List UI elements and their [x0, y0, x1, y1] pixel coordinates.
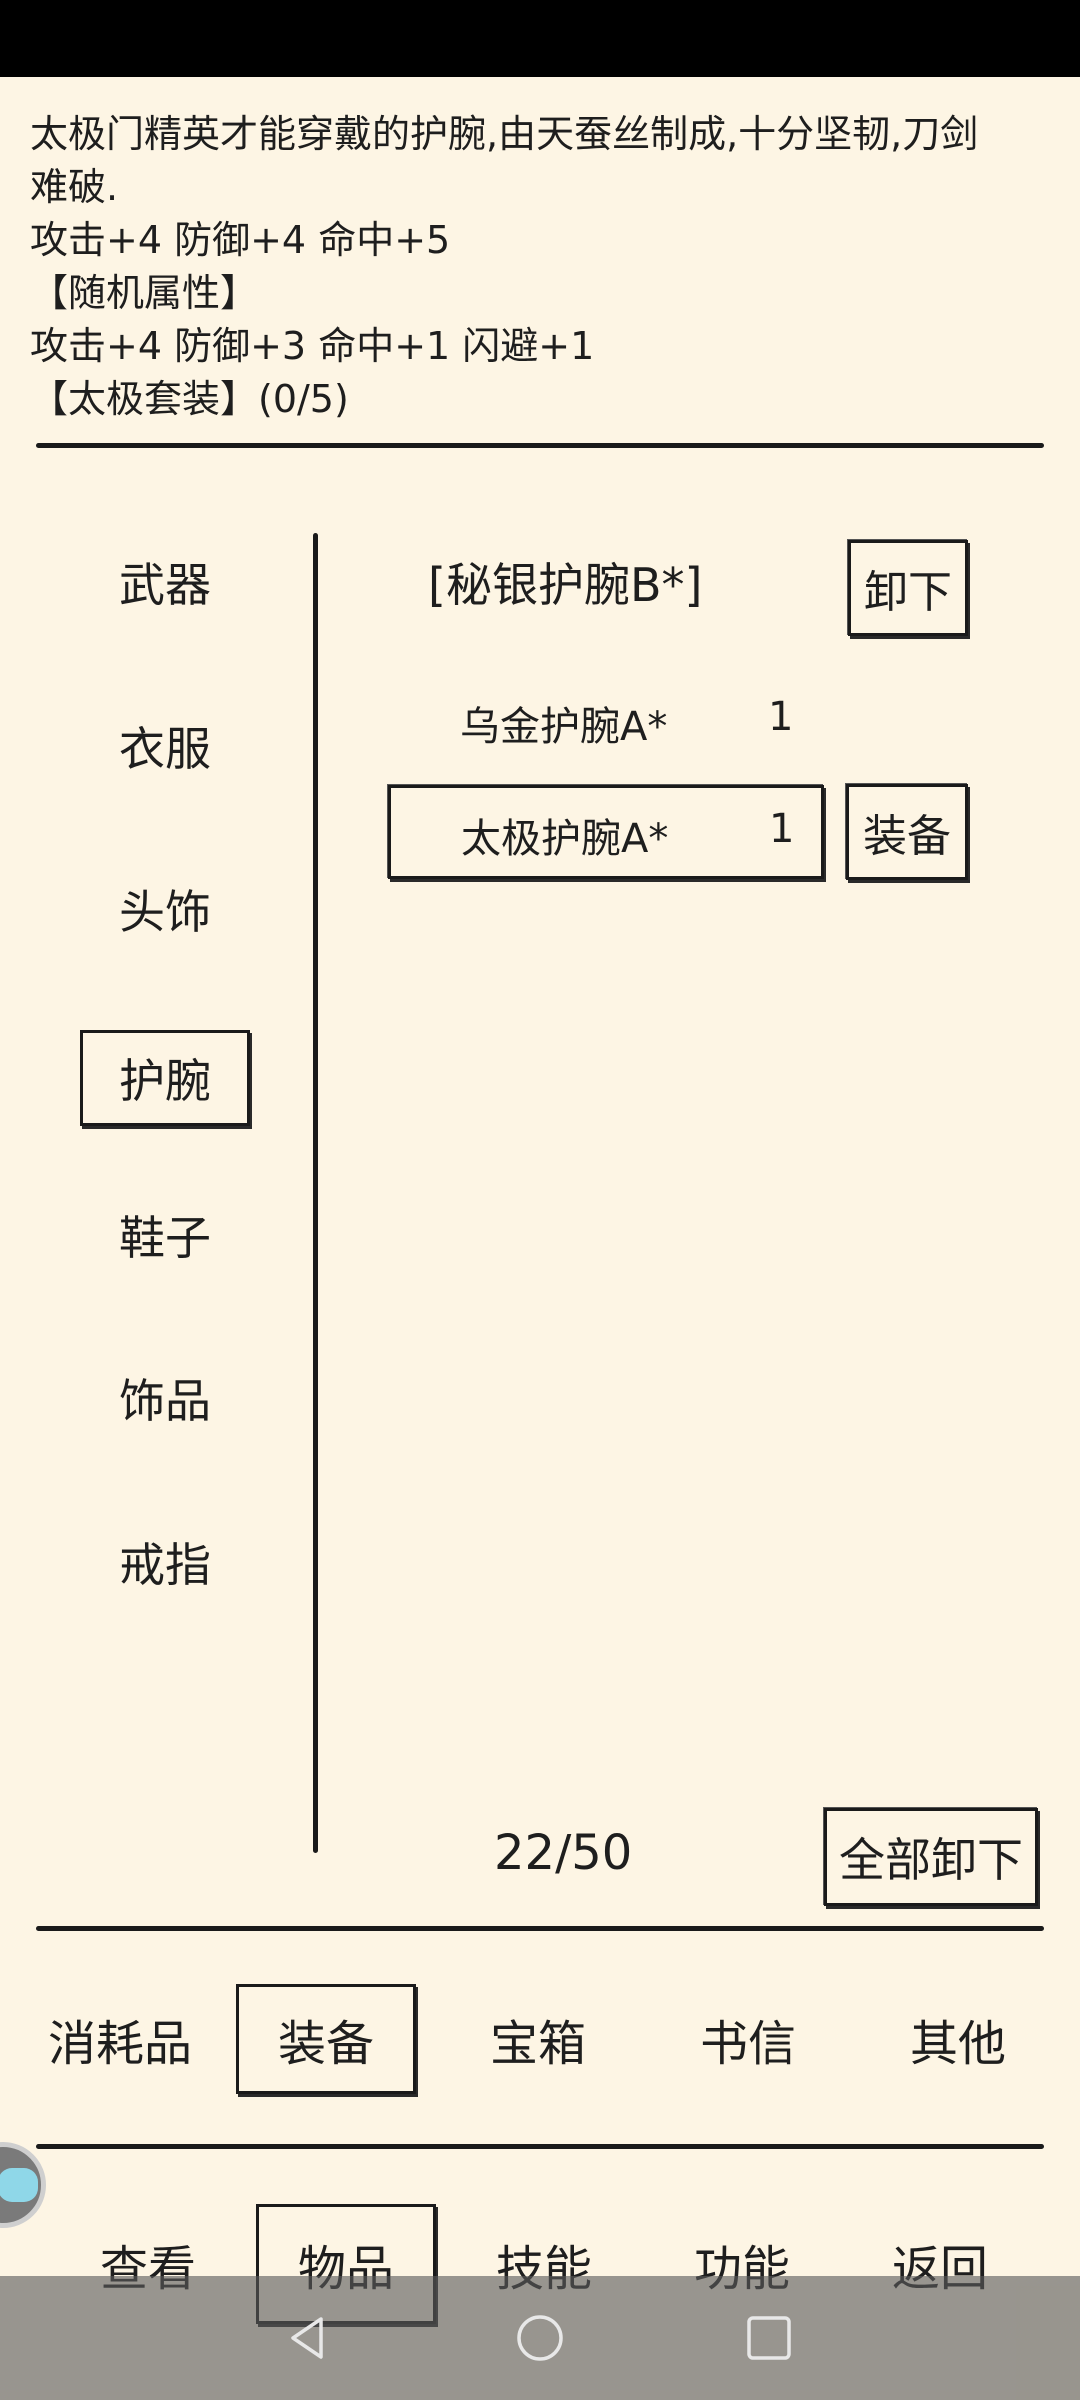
status-bar — [0, 0, 1080, 77]
tab-chests[interactable]: 宝箱 — [489, 2016, 586, 2072]
category-ring[interactable]: 戒指 — [119, 1538, 211, 1592]
unequip-all-button[interactable]: 全部卸下 — [824, 1808, 1038, 1906]
item-count: 1 — [769, 806, 795, 852]
divider — [36, 1926, 1044, 1931]
home-circle-icon[interactable] — [515, 2313, 565, 2363]
tab-equipment[interactable]: 装备 — [236, 1984, 416, 2094]
tab-others[interactable]: 其他 — [909, 2016, 1006, 2072]
category-shoes[interactable]: 鞋子 — [119, 1211, 211, 1265]
tab-consumables[interactable]: 消耗品 — [47, 2016, 192, 2072]
tab-letters[interactable]: 书信 — [699, 2016, 796, 2072]
divider — [36, 443, 1044, 448]
description-line: 太极门精英才能穿戴的护腕,由天蚕丝制成,十分坚韧,刀剑 — [30, 112, 979, 156]
divider — [36, 2144, 1044, 2149]
unequip-label: 卸下 — [864, 567, 952, 618]
description-line: 攻击+4 防御+4 命中+5 — [30, 218, 451, 262]
item-count: 1 — [768, 694, 794, 740]
item-name: 乌金护腕A* — [460, 704, 668, 750]
equipped-item-name: [秘银护腕B*] — [428, 558, 703, 612]
equip-button[interactable]: 装备 — [846, 784, 968, 880]
list-item-selected[interactable]: 太极护腕A* 1 — [388, 785, 824, 879]
item-description: 太极门精英才能穿戴的护腕,由天蚕丝制成,十分坚韧,刀剑 难破. 攻击+4 防御+… — [30, 108, 1030, 421]
system-navigation-bar — [0, 2276, 1080, 2400]
unequip-button[interactable]: 卸下 — [848, 540, 968, 636]
category-headwear[interactable]: 头饰 — [119, 885, 211, 939]
category-weapon[interactable]: 武器 — [119, 558, 211, 612]
description-line: 【随机属性】 — [30, 271, 259, 315]
back-triangle-icon[interactable] — [283, 2313, 333, 2363]
category-clothes[interactable]: 衣服 — [119, 722, 211, 776]
unequip-all-label: 全部卸下 — [839, 1833, 1023, 1887]
column-divider — [313, 533, 318, 1853]
inventory-capacity: 22/50 — [494, 1825, 633, 1881]
category-accessory[interactable]: 饰品 — [119, 1374, 211, 1428]
recents-square-icon[interactable] — [744, 2313, 794, 2363]
description-line: 【太极套装】(0/5) — [30, 377, 349, 421]
floating-assistant-icon[interactable] — [0, 2142, 46, 2228]
equip-label: 装备 — [863, 811, 951, 862]
item-name: 太极护腕A* — [461, 816, 669, 862]
description-line: 攻击+4 防御+3 命中+1 闪避+1 — [30, 324, 595, 368]
description-line: 难破. — [30, 165, 119, 209]
category-bracer[interactable]: 护腕 — [80, 1030, 250, 1126]
